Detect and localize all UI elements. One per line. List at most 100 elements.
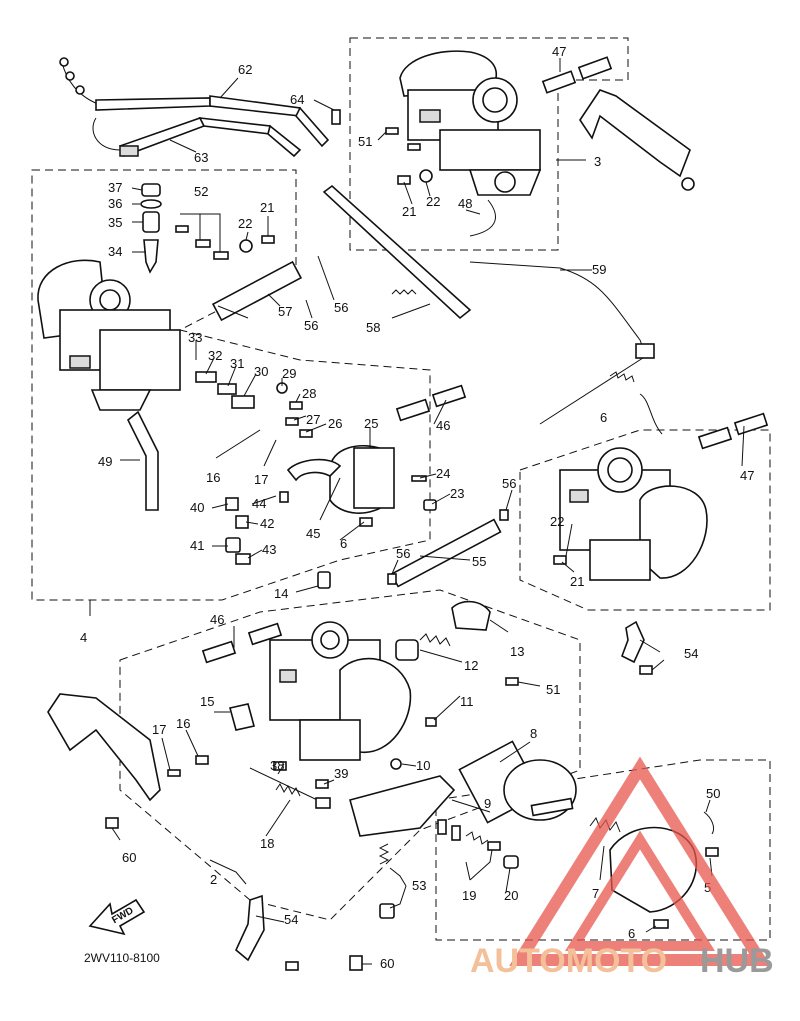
label-57: 57 <box>278 304 292 319</box>
throttle-piston-8 <box>458 740 577 824</box>
washer-22-left <box>239 239 253 253</box>
label-21: 21 <box>260 200 274 215</box>
assembly-outline-4 <box>31 169 431 601</box>
watermark-text-1: AUTOMOTO <box>470 942 667 980</box>
label-22: 22 <box>238 216 252 231</box>
screw-60-left <box>105 817 119 829</box>
pin-24 <box>411 475 427 482</box>
label-63: 63 <box>194 150 208 165</box>
starter-34 <box>143 239 159 274</box>
hose-46-b <box>431 384 467 408</box>
label-47: 47 <box>552 44 566 59</box>
jet-44 <box>279 491 289 503</box>
label-2: 2 <box>210 872 217 887</box>
hose-46-bottom-a <box>201 640 237 664</box>
throttle-shaft-18 <box>249 767 331 809</box>
label-53: 53 <box>412 878 426 893</box>
throttle-cables <box>59 57 330 158</box>
hose-47-right-a <box>697 426 733 450</box>
label-62: 62 <box>238 62 252 77</box>
label-30: 30 <box>254 364 268 379</box>
label-45: 45 <box>306 526 320 541</box>
spacer-19-b <box>451 825 461 841</box>
label-21: 21 <box>402 204 416 219</box>
spring-52-b <box>195 239 211 248</box>
cap-20 <box>503 855 519 869</box>
label-21: 21 <box>570 574 584 589</box>
screw-23 <box>423 499 437 511</box>
label-50: 50 <box>706 786 720 801</box>
label-46: 46 <box>210 612 224 627</box>
watermark-logo: AUTOMOTO HUB <box>470 756 774 980</box>
hose-47-right-b <box>733 412 769 436</box>
screw-6-bottom <box>653 919 669 929</box>
label-35: 35 <box>108 215 122 230</box>
oring-36 <box>140 199 162 209</box>
holder-30 <box>231 395 255 409</box>
label-16: 16 <box>176 716 190 731</box>
label-37: 37 <box>108 180 122 195</box>
spring-59 <box>609 371 635 383</box>
label-42: 42 <box>260 516 274 531</box>
label-55: 55 <box>472 554 486 569</box>
bracket-13 <box>451 600 491 631</box>
spring-53 <box>378 843 390 865</box>
label-4: 4 <box>80 630 87 645</box>
plunger-35 <box>142 211 160 233</box>
hose-49 <box>126 410 159 511</box>
label-24: 24 <box>436 466 450 481</box>
label-29: 29 <box>282 366 296 381</box>
label-33: 33 <box>188 330 202 345</box>
screw-21-right <box>553 555 567 565</box>
label-40: 40 <box>190 500 204 515</box>
label-9: 9 <box>484 796 491 811</box>
pilot-jet-32 <box>195 371 217 383</box>
label-47: 47 <box>740 468 754 483</box>
diaphragm-12 <box>395 639 419 661</box>
leader-lines <box>89 58 745 965</box>
label-7: 7 <box>592 886 599 901</box>
label-38: 38 <box>270 758 284 773</box>
carburetor-left <box>37 259 181 411</box>
label-28: 28 <box>302 386 316 401</box>
spring-27 <box>285 417 299 426</box>
label-54: 54 <box>284 912 298 927</box>
label-17: 17 <box>254 472 268 487</box>
fuel-pipe-57 <box>211 260 303 322</box>
label-49: 49 <box>98 454 112 469</box>
label-12: 12 <box>464 658 478 673</box>
label-48: 48 <box>458 196 472 211</box>
hose-46-bottom-b <box>247 622 283 646</box>
bracket-54-bottom <box>235 894 265 962</box>
label-54: 54 <box>684 646 698 661</box>
label-11: 11 <box>460 694 474 709</box>
fwd-arrow-icon: FWD <box>88 898 146 936</box>
float-chamber-25 <box>329 445 395 514</box>
label-6: 6 <box>340 536 347 551</box>
assembly-outline-7 <box>435 759 771 941</box>
label-10: 10 <box>416 758 430 773</box>
label-22: 22 <box>550 514 564 529</box>
plate-9 <box>349 775 456 837</box>
cap-37 <box>141 183 161 197</box>
label-56: 56 <box>396 546 410 561</box>
spring-52-c <box>213 251 229 260</box>
label-46: 46 <box>436 418 450 433</box>
hose-46-a <box>395 398 431 422</box>
label-27: 27 <box>306 412 320 427</box>
pin-56-right <box>499 509 509 521</box>
label-18: 18 <box>260 836 274 851</box>
gasket-45 <box>286 458 342 482</box>
screw-21-left <box>261 235 275 244</box>
label-34: 34 <box>108 244 122 259</box>
choke-rod-59-b <box>539 355 647 425</box>
washer-22-top <box>419 169 433 183</box>
label-56: 56 <box>502 476 516 491</box>
label-22: 22 <box>426 194 440 209</box>
carburetor-bottom <box>269 621 412 761</box>
screw-52-a <box>175 225 189 233</box>
label-56: 56 <box>334 300 348 315</box>
screw-64 <box>331 109 341 125</box>
oring-10 <box>390 758 402 770</box>
screw-54-right <box>639 665 653 675</box>
